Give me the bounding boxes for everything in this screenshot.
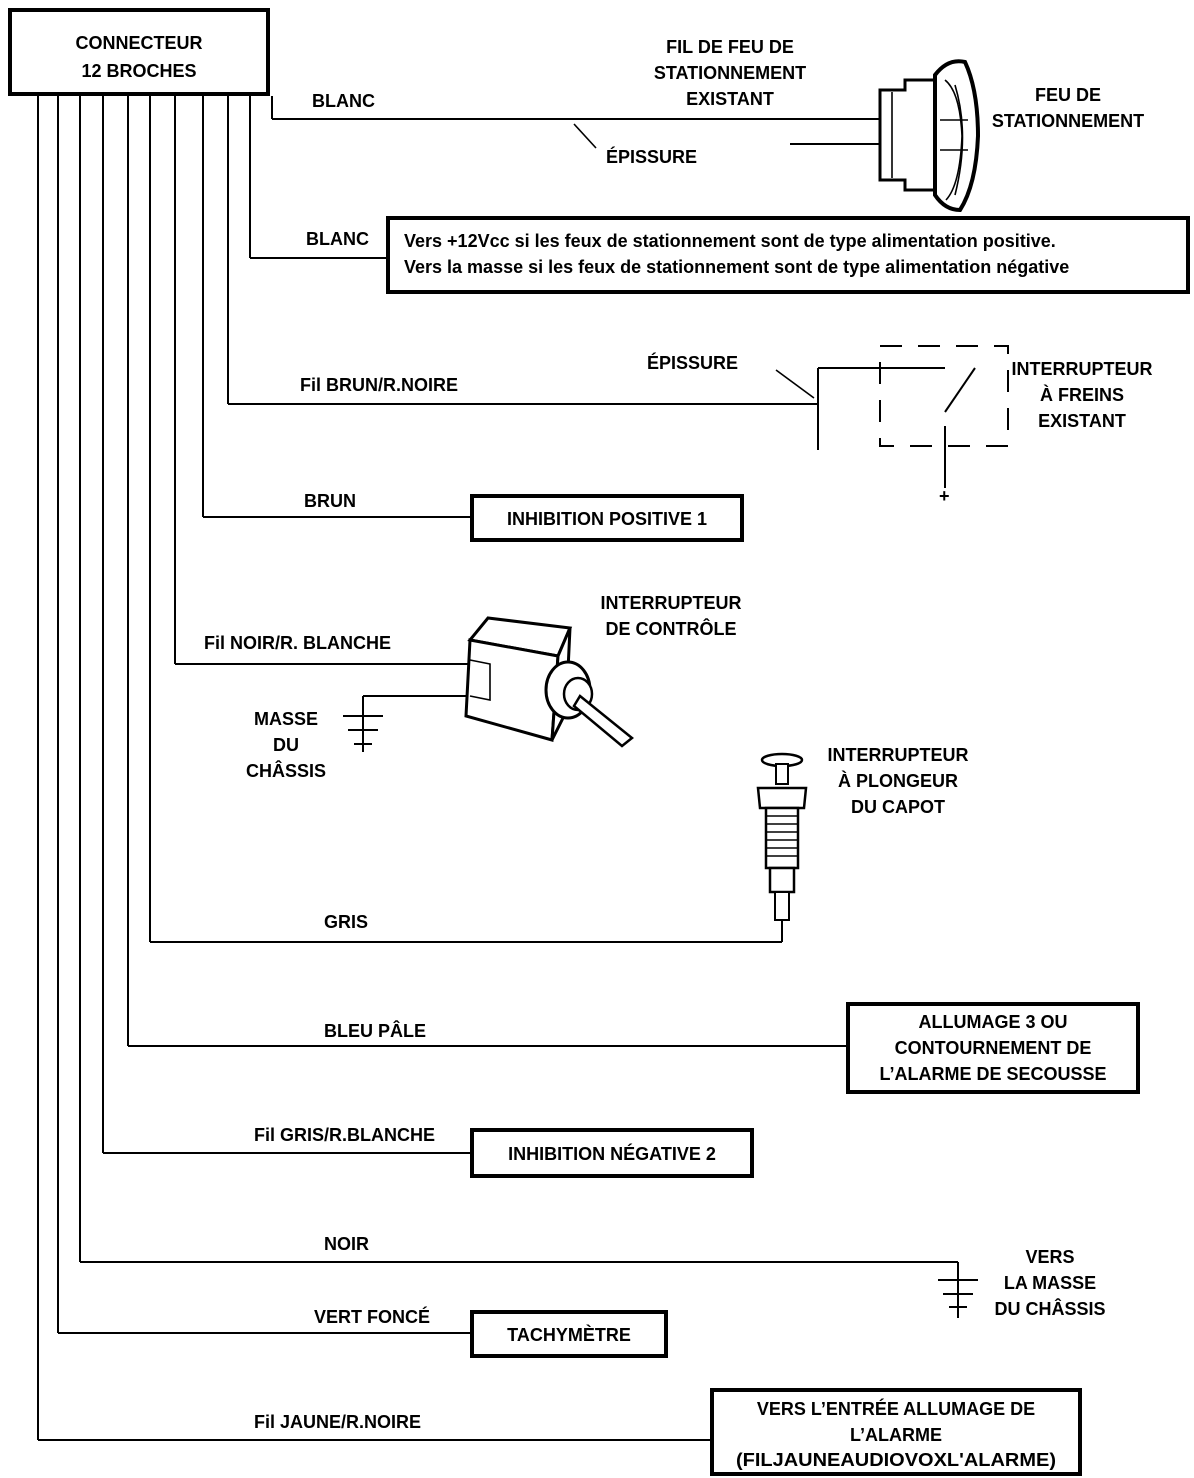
inhibit-negative-label: INHIBITION NÉGATIVE 2 (508, 1143, 716, 1164)
ground-dest-label-3: DU CHÂSSIS (994, 1298, 1105, 1319)
wire-label-noir: NOIR (324, 1234, 369, 1254)
parking-wire-label-1: FIL DE FEU DE (666, 37, 794, 57)
chassis-ground-label-2: DU (273, 735, 299, 755)
connector-12-pin: CONNECTEUR 12 BROCHES (8, 8, 270, 96)
ignition3-label-1: ALLUMAGE 3 OU (918, 1012, 1067, 1032)
wire-label-gris-blanche: Fil GRIS/R.BLANCHE (254, 1125, 435, 1145)
toggle-switch-icon (464, 616, 634, 748)
wire-vert-fonce-tach: VERT FONCÉ TACHYMÈTRE (58, 1306, 668, 1358)
splice-label-parking: ÉPISSURE (606, 146, 697, 167)
hood-switch-label-1: INTERRUPTEUR (827, 745, 968, 765)
wire-brun-noire-brake: Fil BRUN/R.NOIRE ÉPISSURE + INTERRUPTEUR… (228, 345, 1153, 506)
chassis-ground-label-3: CHÂSSIS (246, 760, 326, 781)
wire-blanc-parking: BLANC ÉPISSURE FIL DE FEU DE STATIONNEME… (272, 37, 880, 167)
ground-dest-label-2: LA MASSE (1004, 1273, 1096, 1293)
wire-label-brun-noire: Fil BRUN/R.NOIRE (300, 375, 458, 395)
wire-label-jaune-noire: Fil JAUNE/R.NOIRE (254, 1412, 421, 1432)
wire-label-blanc-2: BLANC (306, 229, 369, 249)
ign-input-label-1: VERS L’ENTRÉE ALLUMAGE DE (757, 1398, 1035, 1419)
wire-label-gris: GRIS (324, 912, 368, 932)
wire-gris-hood: GRIS (150, 912, 783, 943)
wire-label-vert-fonce: VERT FONCÉ (314, 1306, 430, 1327)
brake-switch-label-3: EXISTANT (1038, 411, 1126, 431)
polarity-note-line2: Vers la masse si les feux de stationneme… (404, 257, 1069, 277)
tach-label: TACHYMÈTRE (507, 1324, 631, 1345)
inhibit-positive-label: INHIBITION POSITIVE 1 (507, 509, 707, 529)
control-switch-label-2: DE CONTRÔLE (605, 618, 736, 639)
ground-dest-label-1: VERS (1025, 1247, 1074, 1267)
control-switch-label-1: INTERRUPTEUR (600, 593, 741, 613)
wire-brun-inhibit-positive: BRUN INHIBITION POSITIVE 1 (203, 491, 744, 542)
parking-lamp-label-2: STATIONNEMENT (992, 111, 1144, 131)
brake-switch-label-1: INTERRUPTEUR (1011, 359, 1152, 379)
connector-label-line2: 12 BROCHES (81, 61, 196, 81)
parking-lamp-icon (878, 59, 981, 213)
parking-wire-label-3: EXISTANT (686, 89, 774, 109)
wire-label-bleu-pale: BLEU PÂLE (324, 1020, 426, 1041)
splice-label-brake: ÉPISSURE (647, 352, 738, 373)
connector-label-line1: CONNECTEUR (75, 33, 202, 53)
wire-blanc-polarity: BLANC Vers +12Vcc si les feux de station… (250, 216, 1190, 294)
hood-switch-label-2: À PLONGEUR (838, 770, 958, 791)
wire-label-blanc-1: BLANC (312, 91, 375, 111)
connector-wire-bundle (37, 96, 273, 1440)
wire-bleu-pale-ignition3: BLEU PÂLE ALLUMAGE 3 OU CONTOURNEMENT DE… (128, 1002, 1140, 1094)
brake-plus-label: + (939, 486, 950, 506)
ign-input-label-3: (FILJAUNEAUDIOVOXL'ALARME) (736, 1450, 1056, 1470)
wire-label-brun: BRUN (304, 491, 356, 511)
wire-label-noir-blanche: Fil NOIR/R. BLANCHE (204, 633, 391, 653)
parking-lamp-label-1: FEU DE (1035, 85, 1101, 105)
hood-switch-label-3: DU CAPOT (851, 797, 945, 817)
hood-plunger-icon (756, 752, 808, 921)
wire-noir-blanche-control: Fil NOIR/R. BLANCHE INTERRUPTEUR DE CONT… (175, 593, 742, 781)
brake-switch-label-2: À FREINS (1040, 384, 1124, 405)
ignition3-label-2: CONTOURNEMENT DE (895, 1038, 1092, 1058)
wire-noir-ground: NOIR VERS LA MASSE DU CHÂSSIS (80, 1234, 1106, 1319)
wire-gris-blanche-inhibit-negative: Fil GRIS/R.BLANCHE INHIBITION NÉGATIVE 2 (103, 1125, 754, 1178)
ign-input-label-2: L’ALARME (850, 1425, 942, 1445)
ignition3-label-3: L’ALARME DE SECOUSSE (879, 1064, 1106, 1084)
polarity-note-line1: Vers +12Vcc si les feux de stationnement… (404, 231, 1056, 251)
chassis-ground-label-1: MASSE (254, 709, 318, 729)
wire-jaune-noire-ignition-input: Fil JAUNE/R.NOIRE VERS L’ENTRÉE ALLUMAGE… (38, 1388, 1082, 1476)
parking-wire-label-2: STATIONNEMENT (654, 63, 806, 83)
